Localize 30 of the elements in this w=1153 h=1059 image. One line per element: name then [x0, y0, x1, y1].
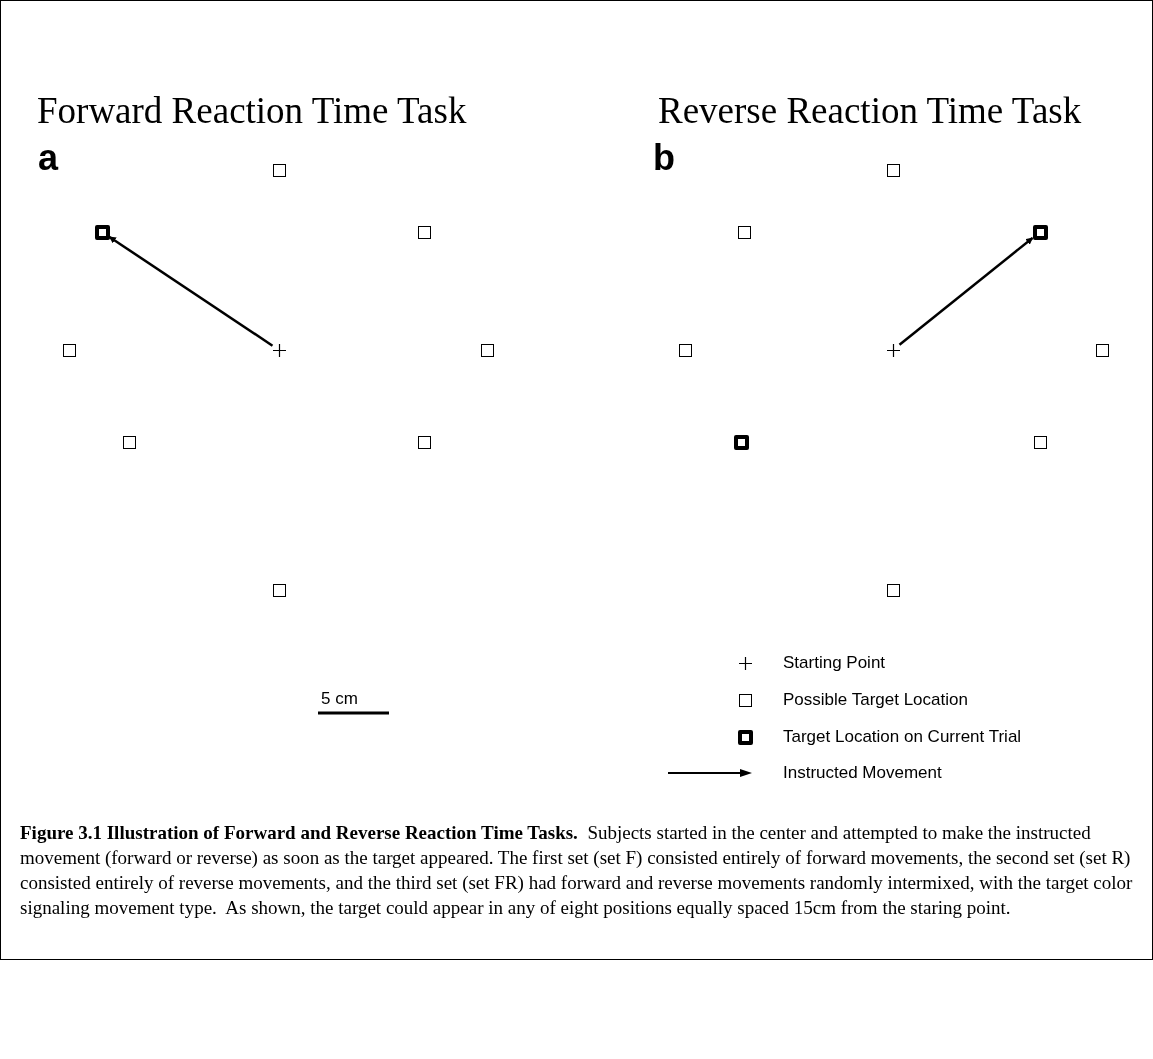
- target-square: [417, 225, 431, 239]
- starting-point-cross: [886, 343, 900, 357]
- target-square: [886, 163, 900, 177]
- legend-text: Target Location on Current Trial: [783, 728, 1022, 745]
- panel-letter: a: [38, 140, 59, 176]
- target-square: [678, 343, 692, 357]
- scale-label: 5 cm: [321, 690, 358, 707]
- target-square: [272, 583, 286, 597]
- starting-point-cross: [272, 343, 286, 357]
- legend-text: Starting Point: [783, 654, 886, 671]
- target-square: [1033, 435, 1047, 449]
- target-square: [737, 225, 751, 239]
- target-square: [62, 343, 76, 357]
- target-square: [272, 163, 286, 177]
- target-square: [480, 343, 494, 357]
- figure-caption: Figure 3.1 Illustration of Forward and Reverse Reaction Time Tasks. Subjects started in the center and attempted to make the instructed movement (forward or reverse) as soon as the target appeared. The first set (set F) consisted entirely of forward movements, the second set (set R) consisted entirely of reverse movements, and the third set (set FR) had forward and reverse movements randomly intermixed, with the target color signaling movement type. As shown, the target could appear in any of eight positions equally spaced 15cm from the staring point.: [20, 821, 1134, 920]
- legend-text: Possible Target Location: [783, 691, 968, 708]
- movement-arrow: [108, 235, 274, 347]
- current-target-square: [1032, 224, 1048, 240]
- panel-title: Reverse Reaction Time Task: [658, 92, 1082, 129]
- current-target-square: [94, 224, 110, 240]
- panel-title: Forward Reaction Time Task: [37, 92, 467, 129]
- target-square: [886, 583, 900, 597]
- target-square: [417, 435, 431, 449]
- legend-text: Instructed Movement: [783, 764, 942, 781]
- target-square: [1095, 343, 1109, 357]
- panel-letter: b: [653, 140, 675, 176]
- target-square: [122, 435, 136, 449]
- movement-arrow: [898, 237, 1034, 346]
- current-target-square: [733, 434, 749, 450]
